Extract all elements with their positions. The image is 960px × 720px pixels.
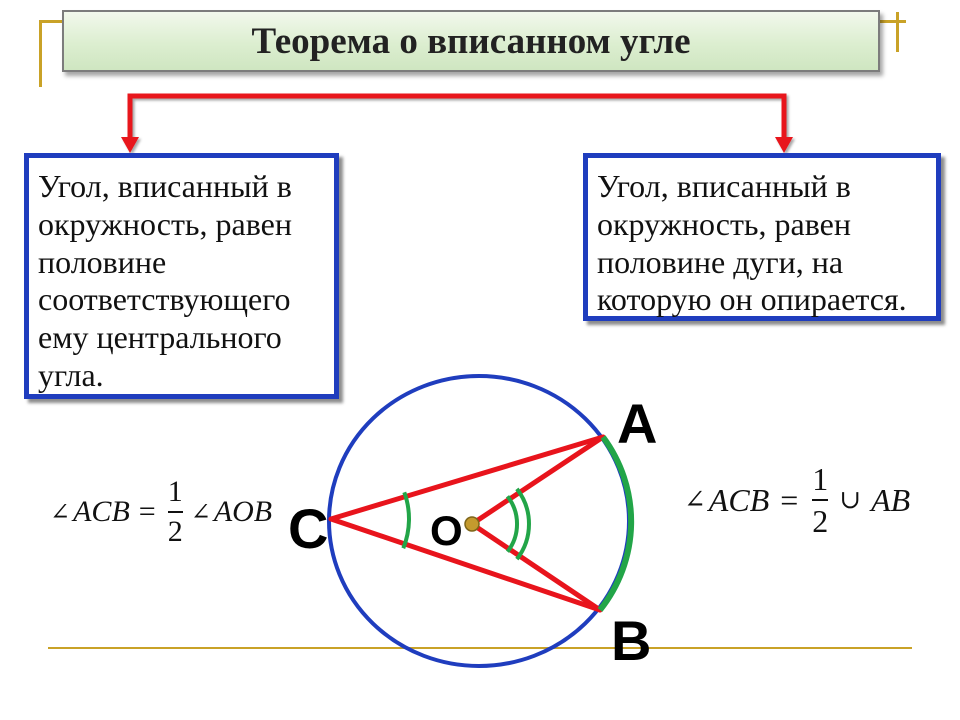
fraction-numerator: 1 bbox=[812, 461, 829, 497]
statement-line: окружность, равен bbox=[38, 205, 292, 242]
statement-line: половине bbox=[38, 243, 167, 280]
label-b: B bbox=[611, 609, 651, 672]
fraction: 1 2 bbox=[809, 463, 831, 537]
arc-symbol: ∪ bbox=[839, 484, 862, 515]
formula-lhs: ACB bbox=[708, 481, 770, 518]
statement-line: соответствующего bbox=[38, 281, 291, 318]
fraction-bar bbox=[812, 499, 829, 501]
inscribed-angle-diagram: A B C O bbox=[288, 374, 657, 672]
statement-box-central-angle: Угол, вписанный в окружность, равен поло… bbox=[24, 153, 339, 399]
label-a: A bbox=[617, 392, 657, 455]
formula-lhs: ACB bbox=[73, 494, 130, 528]
label-c: C bbox=[288, 497, 328, 560]
fraction-numerator: 1 bbox=[167, 475, 183, 508]
center-point-o bbox=[464, 516, 480, 532]
equals-sign: = bbox=[780, 481, 799, 518]
arc-ab bbox=[597, 435, 635, 612]
radius-ob bbox=[469, 521, 603, 613]
statement-line: которую он опирается. bbox=[597, 281, 907, 318]
chord-cb bbox=[328, 516, 603, 613]
angle-symbol: ∠ bbox=[684, 484, 706, 515]
statement-line: Угол, вписанный в bbox=[38, 168, 292, 204]
gold-line-top-right-vertical bbox=[896, 12, 899, 52]
arrowhead-right bbox=[775, 137, 793, 153]
radius-oa bbox=[469, 434, 606, 527]
page-title: Теорема о вписанном угле bbox=[251, 20, 691, 62]
fraction-denominator: 2 bbox=[167, 514, 183, 548]
gold-line-top-right-horizontal bbox=[870, 20, 906, 23]
statement-line: угла. bbox=[38, 356, 104, 393]
statement-box-arc: Угол, вписанный в окружность, равен поло… bbox=[583, 153, 941, 321]
statement-line: Угол, вписанный в bbox=[597, 168, 851, 204]
fraction: 1 2 bbox=[165, 477, 186, 547]
connector-arrows bbox=[121, 93, 793, 153]
formula-rhs: AOB bbox=[213, 494, 273, 528]
title-box: Теорема о вписанном угле bbox=[62, 10, 880, 72]
connector-line bbox=[127, 93, 787, 140]
gold-line-top-left-horizontal bbox=[39, 20, 71, 23]
angle-mark-acb bbox=[401, 491, 411, 549]
angle-symbol: ∠ bbox=[50, 497, 71, 526]
fraction-denominator: 2 bbox=[812, 502, 829, 539]
equals-sign: = bbox=[138, 494, 156, 528]
statement-line: половине дуги, на bbox=[597, 243, 844, 280]
gold-line-bottom bbox=[48, 647, 912, 649]
angle-symbol: ∠ bbox=[190, 497, 211, 526]
statement-line: окружность, равен bbox=[597, 205, 851, 242]
angle-mark-aob-inner bbox=[505, 495, 519, 553]
formula-arc: ∠ ACB = 1 2 ∪ AB bbox=[684, 463, 910, 537]
fraction-bar bbox=[167, 511, 183, 513]
arrowhead-left bbox=[121, 137, 139, 153]
statement-line: ему центрального bbox=[38, 319, 282, 356]
formula-rhs: AB bbox=[871, 481, 911, 518]
chord-ca bbox=[328, 434, 606, 522]
formula-central-angle: ∠ ACB = 1 2 ∠ AOB bbox=[50, 477, 272, 547]
angle-mark-aob-outer bbox=[515, 487, 531, 561]
gold-line-top-left-vertical bbox=[39, 20, 42, 87]
label-o: O bbox=[430, 507, 463, 554]
